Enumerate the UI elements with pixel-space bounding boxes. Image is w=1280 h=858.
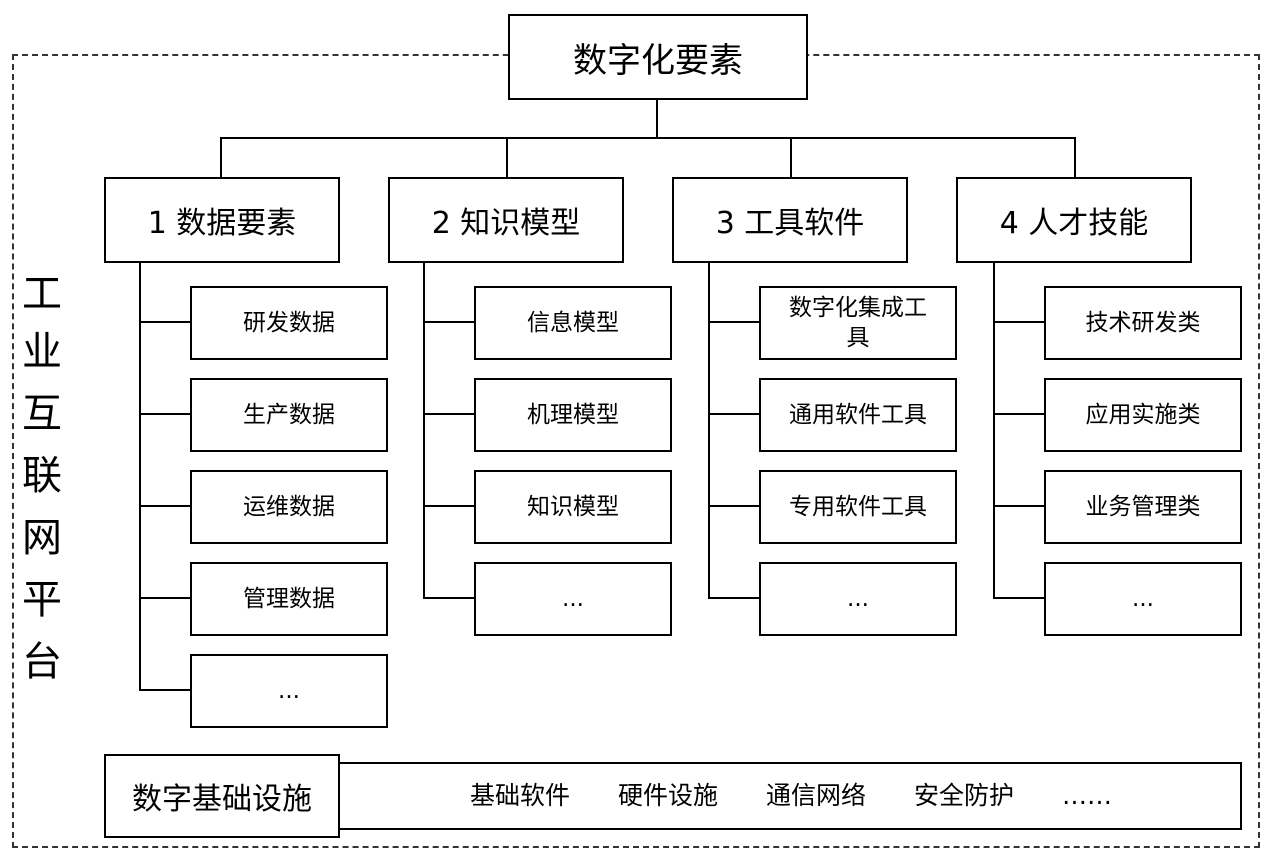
element-node: 机理模型	[474, 378, 672, 452]
infrastructure-item: 通信网络	[766, 781, 867, 810]
platform-label-char: 业	[22, 329, 62, 375]
connector-line	[220, 137, 1076, 139]
element-node: 业务管理类	[1044, 470, 1242, 544]
infrastructure-item: 安全防护	[914, 781, 1015, 810]
element-node: 应用实施类	[1044, 378, 1242, 452]
connector-line	[506, 137, 508, 178]
tree-line	[139, 505, 191, 507]
element-node: ...	[474, 562, 672, 636]
connector-line	[1074, 137, 1076, 178]
element-node: 数字化集成工具	[759, 286, 957, 360]
tree-line	[708, 263, 710, 599]
element-node: 专用软件工具	[759, 470, 957, 544]
platform-label-char: 互	[22, 391, 62, 437]
element-node: ...	[1044, 562, 1242, 636]
tree-line	[139, 263, 141, 691]
tree-line	[139, 689, 191, 691]
platform-label-char: 联	[22, 453, 62, 499]
tree-line	[139, 413, 191, 415]
tree-line	[993, 321, 1045, 323]
tree-line	[993, 597, 1045, 599]
category-node-talent-skills: 4 人才技能	[956, 177, 1192, 263]
infrastructure-item: 基础软件	[470, 781, 571, 810]
tree-line	[708, 505, 760, 507]
tree-line	[708, 413, 760, 415]
tree-line	[708, 321, 760, 323]
element-node: ...	[759, 562, 957, 636]
element-node: 生产数据	[190, 378, 388, 452]
connector-line	[790, 137, 792, 178]
tree-line	[993, 263, 995, 599]
element-node: 知识模型	[474, 470, 672, 544]
category-node-data-elements: 1 数据要素	[104, 177, 340, 263]
connector-line	[656, 100, 658, 138]
element-node: 信息模型	[474, 286, 672, 360]
tree-line	[423, 597, 475, 599]
root-node: 数字化要素	[508, 14, 808, 100]
tree-line	[139, 597, 191, 599]
element-node: 研发数据	[190, 286, 388, 360]
element-node: ...	[190, 654, 388, 728]
category-node-knowledge-models: 2 知识模型	[388, 177, 624, 263]
tree-line	[423, 505, 475, 507]
tree-line	[993, 413, 1045, 415]
element-node: 管理数据	[190, 562, 388, 636]
tree-line	[423, 263, 425, 599]
platform-label-char: 台	[22, 639, 62, 685]
infrastructure-item: ……	[1062, 781, 1112, 810]
infrastructure-item: 硬件设施	[618, 781, 719, 810]
tree-line	[708, 597, 760, 599]
category-node-tool-software: 3 工具软件	[672, 177, 908, 263]
tree-line	[423, 321, 475, 323]
element-node: 技术研发类	[1044, 286, 1242, 360]
tree-line	[139, 321, 191, 323]
tree-line	[993, 505, 1045, 507]
platform-label-char: 工	[22, 271, 62, 317]
infrastructure-bar	[338, 762, 1242, 830]
platform-label-char: 网	[22, 515, 62, 561]
infrastructure-label: 数字基础设施	[104, 754, 340, 838]
element-node: 运维数据	[190, 470, 388, 544]
connector-line	[220, 137, 222, 178]
tree-line	[423, 413, 475, 415]
platform-label-char: 平	[22, 577, 62, 623]
element-node: 通用软件工具	[759, 378, 957, 452]
